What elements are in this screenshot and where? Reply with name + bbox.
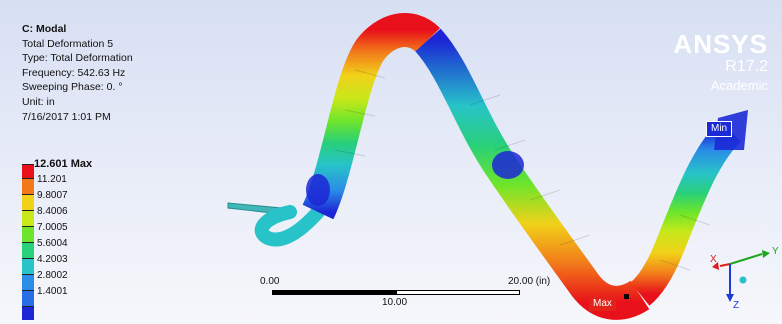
logo-edition: Academic [710,78,768,93]
scale-start-label: 0.00 [260,276,280,287]
scale-bar-white-segment [396,290,520,295]
legend-value: 5.6004 [37,238,68,249]
timestamp: 7/16/2017 1:01 PM [22,110,111,123]
min-probe-label[interactable]: Min [706,121,733,137]
legend-value: 2.8002 [37,270,68,281]
frequency: Frequency: 542.63 Hz [22,66,126,79]
scale-end-label: 20.00 (in) [508,276,551,287]
analysis-title: C: Modal [22,23,67,35]
legend-swatch-3 [22,210,34,226]
triad-y-axis [729,253,763,265]
triad-z-label: Z [733,300,739,310]
coordinate-triad[interactable]: Y X Z [710,240,780,310]
legend-max-label: 12.601 Max [34,158,93,170]
scale-bar: 0.00 20.00 (in) 10.00 [260,276,550,308]
triad-iso-ball-icon[interactable] [739,276,747,284]
result-type: Type: Total Deformation [22,52,133,65]
logo-version: R17.2 [725,58,768,75]
triad-z-arrow-icon [726,294,734,302]
logo-brand: ANSYS [673,29,768,59]
scale-bar-black-segment [272,290,396,295]
legend-value: 11.201 [37,174,67,185]
legend-swatch-5 [22,242,34,258]
ansys-logo: ANSYS R17.2 Academic [673,30,768,96]
legend-swatch-1 [22,178,34,194]
triad-y-label: Y [772,246,779,257]
legend-value: 9.8007 [37,190,68,201]
triad-y-arrow-icon [762,250,770,258]
result-info-panel: C: Modal Total Deformation 5 Type: Total… [22,22,133,124]
unit: Unit: in [22,95,55,108]
triad-x-axis [719,263,731,267]
legend-swatch-6 [22,258,34,274]
triad-x-arrow-icon [712,262,719,270]
legend-swatch-8 [22,290,34,306]
legend-swatch-0 [22,164,34,178]
legend-value: 4.2003 [37,254,68,265]
result-name: Total Deformation 5 [22,37,114,50]
scale-middle-label: 10.00 [382,297,408,308]
legend-swatch-7 [22,274,34,290]
legend-value: 8.4006 [37,206,68,217]
max-probe-label[interactable]: Max [589,297,616,311]
legend-value: 1.4001 [37,286,68,297]
sweeping-phase: Sweeping Phase: 0. ° [22,81,123,94]
legend-swatch-2 [22,194,34,210]
legend-swatch-9 [22,306,34,320]
triad-x-label: X [710,254,717,265]
legend-value: 7.0005 [37,222,68,233]
legend-swatch-4 [22,226,34,242]
